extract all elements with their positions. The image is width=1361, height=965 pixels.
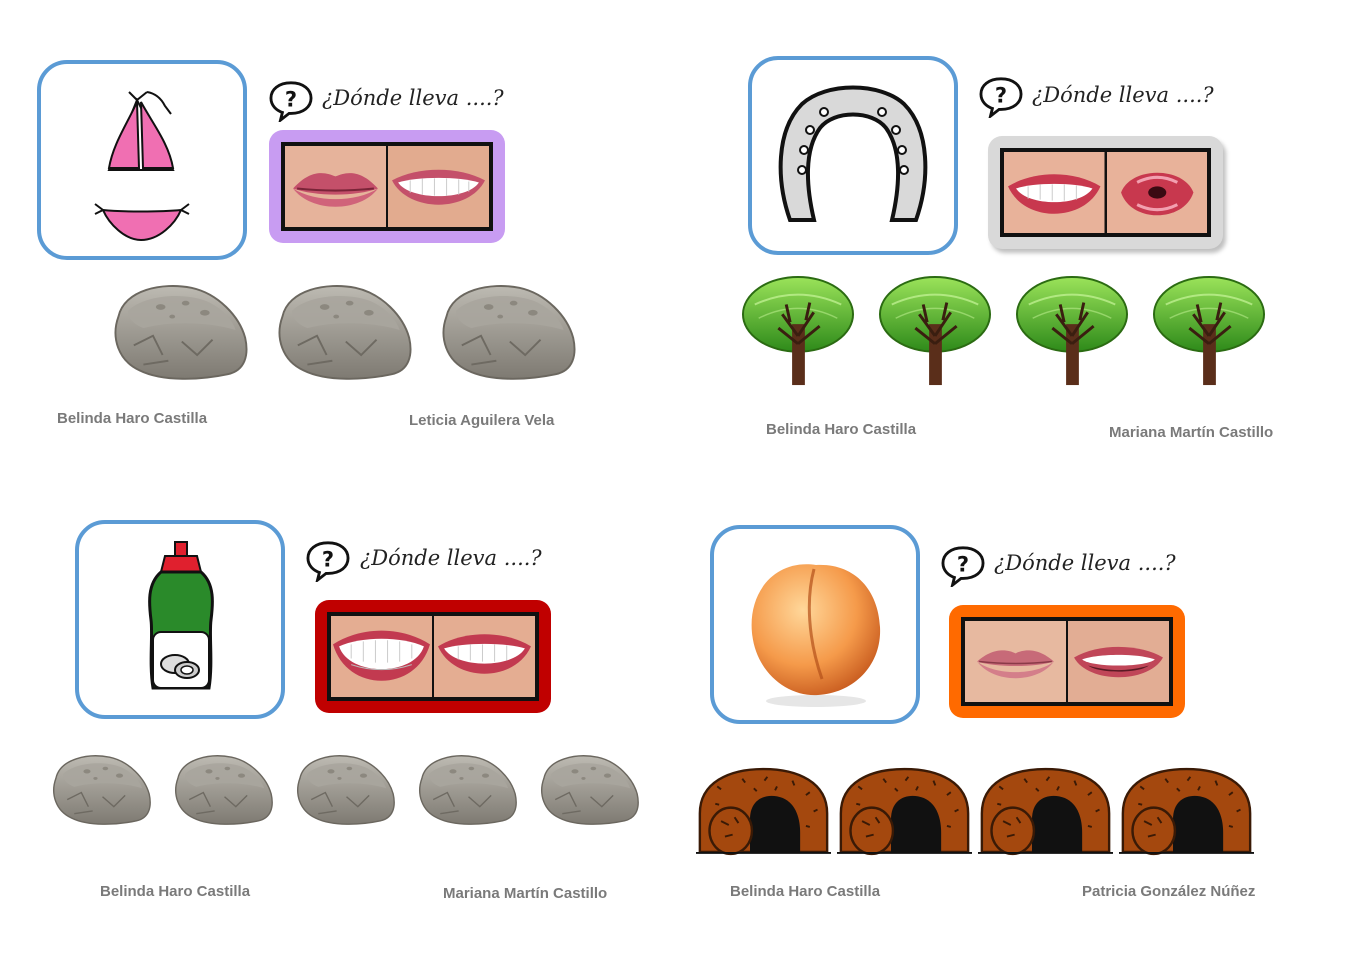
tree-row [739, 275, 1268, 388]
question-bubble-icon [978, 76, 1024, 118]
question-text: ¿Dónde lleva ....? [1032, 83, 1214, 107]
picture-box [710, 525, 920, 724]
mouth-frame [988, 136, 1223, 249]
picture-box [75, 520, 285, 719]
cave-icon [1119, 765, 1254, 857]
author-name: Patricia González Núñez [1082, 883, 1256, 900]
kiss-mouth [1105, 151, 1208, 234]
author-name: Mariana Martín Castillo [1109, 424, 1274, 441]
rock-icon [168, 750, 274, 828]
bikini-icon [94, 91, 190, 242]
author-name: Belinda Haro Castilla [766, 421, 917, 438]
rock-row [105, 278, 577, 384]
question-text: ¿Dónde lleva ....? [322, 86, 504, 110]
smiling-teeth-mouth [433, 615, 536, 698]
rock-icon [290, 750, 396, 828]
wide-smile-mouth [330, 615, 433, 698]
closed-lips-mouth [964, 620, 1067, 703]
dish-soap-bottle-icon [148, 541, 214, 690]
horseshoe-icon [778, 85, 928, 222]
mouth-frame [949, 605, 1185, 718]
tree-icon [1013, 275, 1131, 388]
author-name: Belinda Haro Castilla [100, 883, 251, 900]
rock-icon [46, 750, 152, 828]
tree-icon [876, 275, 994, 388]
question-text: ¿Dónde lleva ....? [994, 551, 1176, 575]
rock-icon [534, 750, 640, 828]
question-text: ¿Dónde lleva ....? [360, 546, 542, 570]
rock-row [46, 750, 640, 828]
open-smile-mouth [1067, 620, 1170, 703]
rock-icon [412, 750, 518, 828]
closed-lips-mouth [284, 145, 387, 228]
question-bubble-icon [268, 80, 314, 122]
question-bubble-icon [305, 540, 351, 582]
rock-icon [105, 278, 249, 384]
cave-icon [696, 765, 831, 857]
tree-icon [739, 275, 857, 388]
author-name: Belinda Haro Castilla [57, 410, 208, 427]
cave-icon [837, 765, 972, 857]
smiling-teeth-mouth [387, 145, 490, 228]
rock-icon [433, 278, 577, 384]
picture-box [748, 56, 958, 255]
cave-icon [978, 765, 1113, 857]
question-bubble-icon [940, 545, 986, 587]
author-name: Belinda Haro Castilla [730, 883, 881, 900]
smiling-teeth-mouth [1003, 151, 1106, 234]
peach-icon [751, 564, 881, 707]
picture-box [37, 60, 247, 260]
mouth-frame [315, 600, 551, 713]
rock-icon [269, 278, 413, 384]
author-name: Leticia Aguilera Vela [409, 412, 555, 429]
cave-row [696, 765, 1254, 857]
mouth-frame [269, 130, 505, 243]
tree-icon [1150, 275, 1268, 388]
author-name: Mariana Martín Castillo [443, 885, 608, 902]
